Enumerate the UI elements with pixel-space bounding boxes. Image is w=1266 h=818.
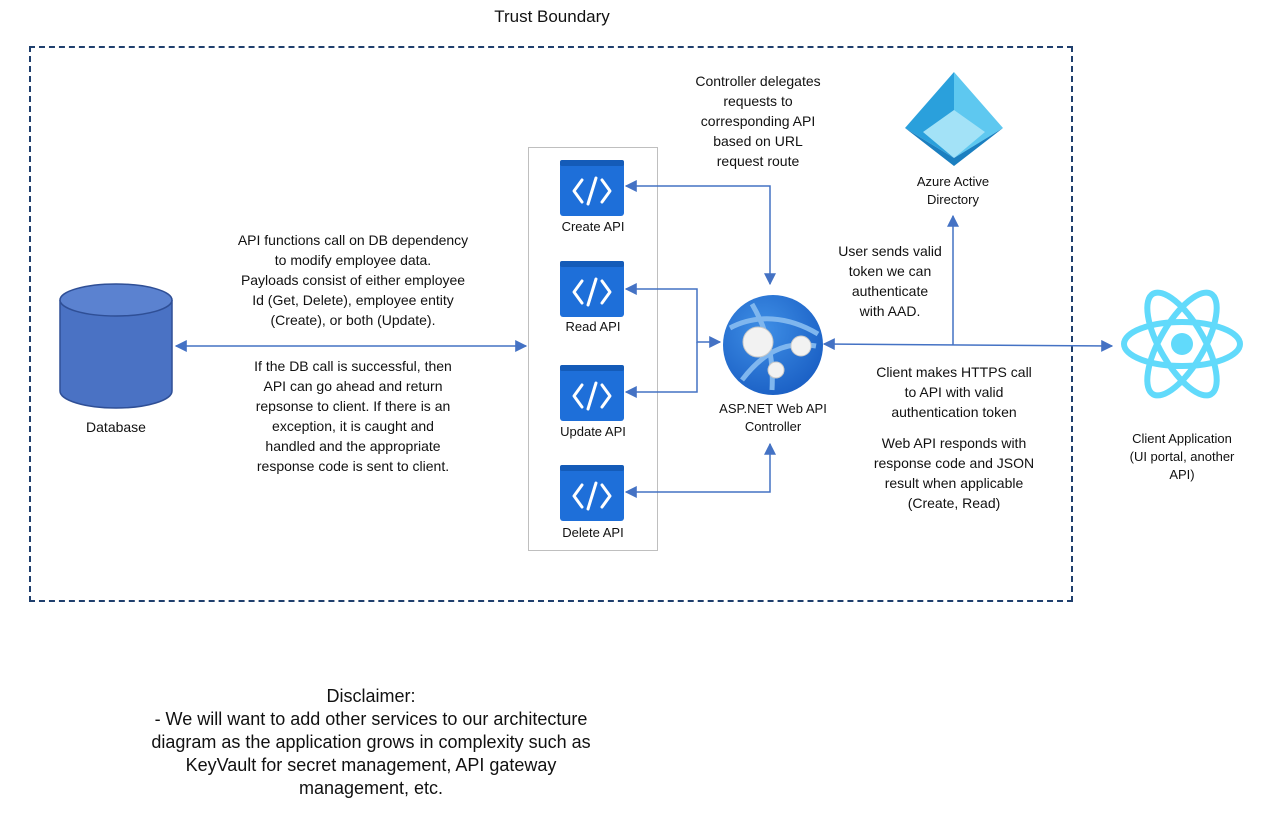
aad-label: Azure Active Directory xyxy=(916,174,990,207)
controller-label: ASP.NET Web API Controller xyxy=(719,401,827,434)
web-api-responds-note: Web API responds with response code and … xyxy=(873,435,1035,511)
create-api-label: Create API xyxy=(561,219,625,234)
database-label: Database xyxy=(86,419,146,435)
update-api-code-icon xyxy=(560,365,624,421)
api-group xyxy=(528,147,658,551)
client-label: Client Application (UI portal, another A… xyxy=(1129,431,1235,482)
controller-update-arrow xyxy=(624,342,698,398)
delete-api-label: Delete API xyxy=(562,525,624,540)
trust-boundary xyxy=(29,46,1073,602)
database-cylinder-icon xyxy=(59,283,173,409)
controller-create-arrow xyxy=(624,180,776,286)
web-app-globe-icon xyxy=(723,295,823,395)
disclaimer-body: - We will want to add other services to … xyxy=(151,709,591,798)
controller-client-arrow xyxy=(822,338,1114,352)
controller-read-arrow xyxy=(624,283,722,348)
trust-boundary-label: Trust Boundary xyxy=(494,7,610,26)
https-call-note: Client makes HTTPS call to API with vali… xyxy=(876,364,1032,420)
read-api-code-icon xyxy=(560,261,624,317)
controller-delegates-note: Controller delegates requests to corresp… xyxy=(695,73,821,169)
delete-api-code-icon xyxy=(560,465,624,521)
controller-delete-arrow xyxy=(624,442,776,498)
disclaimer-title: Disclaimer: xyxy=(326,686,416,706)
update-api-label: Update API xyxy=(560,424,626,439)
user-token-note: User sends valid token we can authentica… xyxy=(838,243,942,319)
react-atom-icon xyxy=(1121,289,1243,399)
azure-ad-pyramid-icon xyxy=(905,72,1003,166)
api-functions-note: API functions call on DB dependency to m… xyxy=(237,232,469,328)
db-call-note: If the DB call is successful, then API c… xyxy=(254,358,452,474)
create-api-code-icon xyxy=(560,160,624,216)
read-api-label: Read API xyxy=(565,319,621,334)
